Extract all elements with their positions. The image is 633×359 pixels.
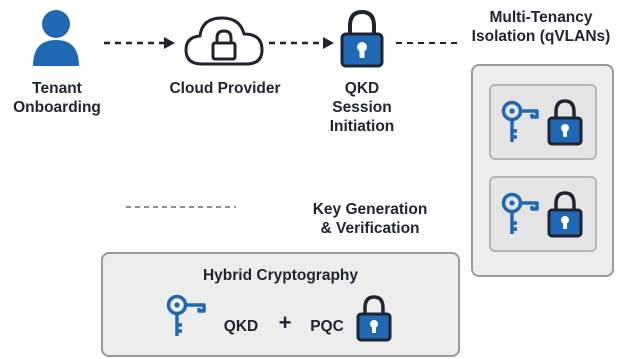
key-generation-label: Key Generation & Verification — [312, 201, 428, 237]
cloud-lock-icon — [182, 10, 266, 72]
arrow-tenant-to-cloud — [104, 36, 176, 50]
padlock-icon — [356, 294, 392, 342]
key-icon — [166, 294, 208, 338]
key-icon — [501, 100, 541, 144]
pqc-label: PQC — [310, 318, 344, 335]
hybrid-title: Hybrid Cryptography — [202, 267, 358, 284]
tenant-onboarding-label: Tenant Onboarding — [13, 80, 101, 116]
padlock-icon — [339, 8, 385, 70]
qkd-label: QKD — [223, 318, 259, 335]
tenant-vlan-card — [489, 176, 597, 252]
cloud-provider-label: Cloud Provider — [169, 80, 281, 97]
isolation-title: Multi-Tenancy Isolation (qVLANs) — [471, 9, 611, 45]
padlock-icon — [547, 98, 583, 146]
padlock-icon — [547, 190, 583, 238]
person-icon — [31, 8, 81, 68]
key-icon — [501, 192, 541, 236]
dotted-connector — [126, 205, 236, 209]
tenant-vlan-card — [489, 84, 597, 160]
isolation-panel — [471, 64, 614, 277]
hybrid-crypto-panel: Hybrid Cryptography QKD + PQC — [101, 252, 460, 357]
plus-sign: + — [278, 310, 292, 335]
connector-qkd-to-isolation — [396, 39, 458, 47]
qkd-session-label: QKD Session Initiation — [329, 80, 395, 135]
arrow-cloud-to-qkd — [269, 36, 335, 50]
